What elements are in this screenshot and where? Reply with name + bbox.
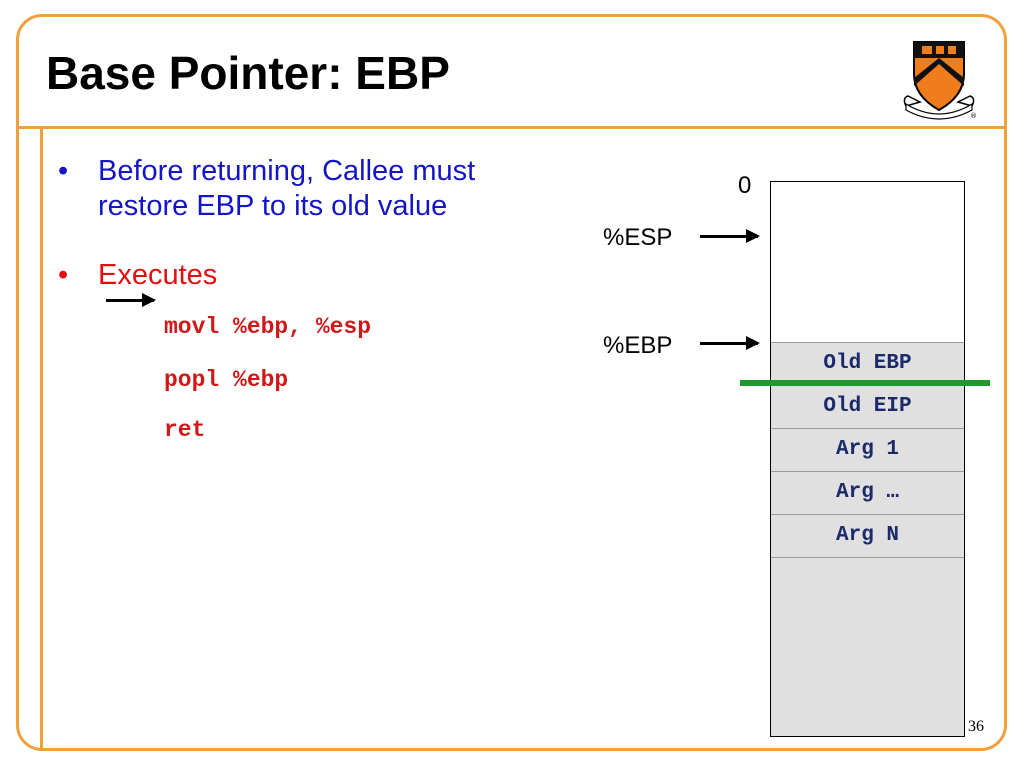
stack-cell-old-ebp: Old EBP (771, 342, 964, 385)
stack-used-region (771, 343, 964, 736)
stack-cell-divider (771, 557, 964, 558)
title-divider (16, 126, 1007, 129)
bullet-text: Executes (98, 259, 218, 291)
stack-cell-arg-1: Arg 1 (771, 428, 964, 471)
esp-label: %ESP (603, 224, 673, 251)
stack-cell-old-eip: Old EIP (771, 385, 964, 428)
code-line-ret: ret (164, 417, 206, 443)
left-margin-rule (40, 126, 43, 751)
bullet-marker: • (58, 155, 69, 187)
current-instruction-arrow-icon (106, 293, 156, 307)
esp-arrow-icon (700, 229, 760, 243)
bullet-text: Before returning, Callee must restore EB… (98, 155, 476, 222)
stack-diagram: Old EBP Old EIP Arg 1 Arg … Arg N (770, 181, 965, 737)
slide-number: 36 (968, 718, 984, 735)
stack-cell-arg-ellipsis: Arg … (771, 471, 964, 514)
code-line-popl: popl %ebp (164, 367, 289, 393)
princeton-shield-logo: ® (903, 41, 977, 120)
code-line-movl: movl %ebp, %esp (164, 314, 372, 340)
frame-boundary-marker (740, 380, 990, 386)
slide-frame (16, 14, 1007, 751)
svg-text:®: ® (970, 112, 977, 120)
bullet-marker: • (58, 259, 69, 291)
slide-title: Base Pointer: EBP (46, 47, 450, 99)
ebp-label: %EBP (603, 332, 673, 359)
stack-cell-arg-n: Arg N (771, 514, 964, 557)
ebp-arrow-icon (700, 336, 760, 350)
stack-top-address-label: 0 (738, 172, 752, 199)
